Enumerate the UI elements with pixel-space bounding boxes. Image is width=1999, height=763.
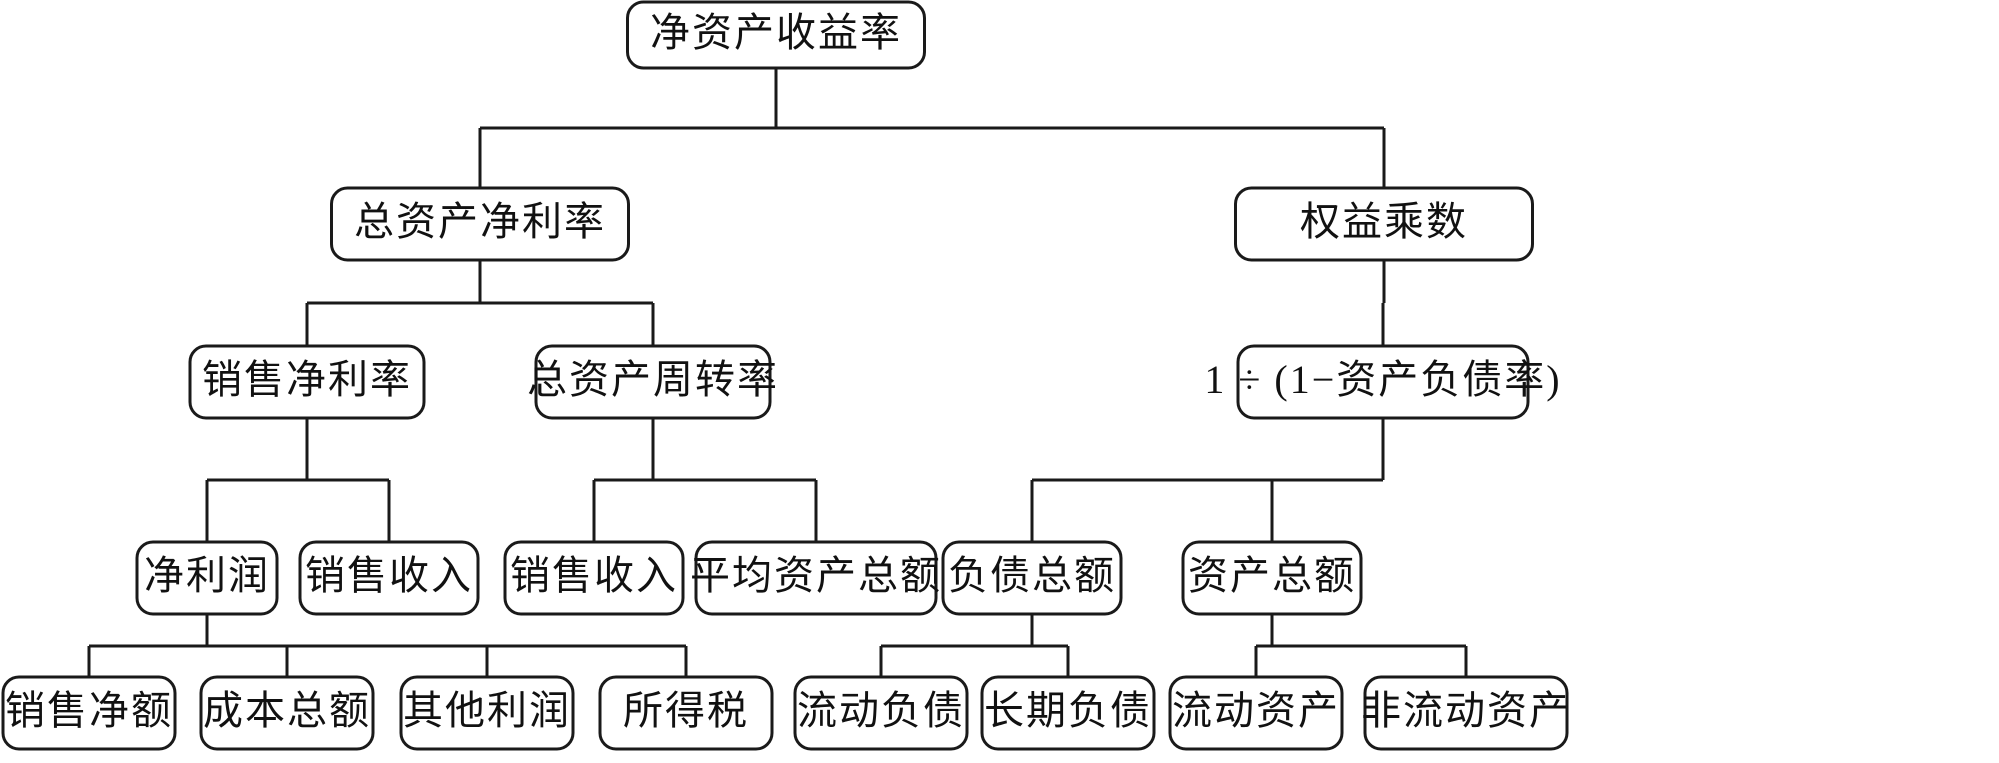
node-label-l5_f: 长期负债	[984, 688, 1152, 733]
node-root[interactable]: 净资产收益率	[626, 0, 926, 70]
node-label-l2_right: 权益乘数	[1300, 199, 1468, 244]
node-l4_a[interactable]: 净利润	[135, 540, 279, 616]
node-box-l5_d	[598, 675, 774, 751]
node-l3_a[interactable]: 销售净利率	[188, 344, 426, 420]
node-label-l4_a: 净利润	[144, 553, 270, 598]
node-box-l2_left	[330, 186, 630, 262]
node-label-l4_e: 负债总额	[948, 553, 1116, 598]
node-label-l3_a: 销售净利率	[202, 357, 412, 402]
connector-layer	[87, 68, 1468, 677]
node-l5_c[interactable]: 其他利润	[399, 675, 575, 751]
node-box-l4_a	[135, 540, 279, 616]
node-l5_f[interactable]: 长期负债	[980, 675, 1156, 751]
node-box-l5_c	[399, 675, 575, 751]
node-label-l4_d: 平均资产总额	[690, 553, 942, 598]
node-box-l5_b	[199, 675, 375, 751]
node-box-l2_right	[1234, 186, 1534, 262]
node-l5_e[interactable]: 流动负债	[793, 675, 969, 751]
node-label-l2_left: 总资产净利率	[354, 199, 606, 244]
node-l5_d[interactable]: 所得税	[598, 675, 774, 751]
node-label-l5_d: 所得税	[623, 688, 749, 733]
node-l4_e[interactable]: 负债总额	[941, 540, 1123, 616]
node-box-l5_g	[1168, 675, 1344, 751]
node-box-l4_d	[694, 540, 938, 616]
node-l4_b[interactable]: 销售收入	[298, 540, 480, 616]
node-box-l3_a	[188, 344, 426, 420]
node-label-l5_b: 成本总额	[203, 688, 371, 733]
node-l2_right[interactable]: 权益乘数	[1234, 186, 1534, 262]
node-box-l5_e	[793, 675, 969, 751]
node-label-root: 净资产收益率	[650, 10, 902, 55]
node-box-l3_c	[1236, 344, 1530, 420]
node-box-l5_f	[980, 675, 1156, 751]
node-label-l3_b: 总资产周转率	[527, 357, 779, 402]
node-box-l5_a	[1, 675, 177, 751]
node-label-l5_h: 非流动资产	[1361, 688, 1571, 733]
node-l3_c[interactable]: 1 ÷ (1−资产负债率)	[1204, 344, 1561, 420]
node-l4_d[interactable]: 平均资产总额	[690, 540, 942, 616]
node-l5_b[interactable]: 成本总额	[199, 675, 375, 751]
node-label-l5_e: 流动负债	[797, 688, 965, 733]
node-box-l4_f	[1181, 540, 1363, 616]
node-box-l4_b	[298, 540, 480, 616]
node-box-l5_h	[1363, 675, 1569, 751]
node-box-l3_b	[534, 344, 772, 420]
node-label-l3_c: 1 ÷ (1−资产负债率)	[1204, 357, 1561, 402]
node-l3_b[interactable]: 总资产周转率	[527, 344, 779, 420]
node-label-l5_c: 其他利润	[403, 688, 571, 733]
node-l5_a[interactable]: 销售净额	[1, 675, 177, 751]
node-l5_g[interactable]: 流动资产	[1168, 675, 1344, 751]
node-l5_h[interactable]: 非流动资产	[1361, 675, 1571, 751]
node-label-l4_c: 销售收入	[510, 553, 678, 598]
node-label-l5_a: 销售净额	[5, 688, 173, 733]
node-label-l5_g: 流动资产	[1172, 688, 1340, 733]
node-l2_left[interactable]: 总资产净利率	[330, 186, 630, 262]
node-box-l4_e	[941, 540, 1123, 616]
node-box-root	[626, 0, 926, 70]
node-label-l4_f: 资产总额	[1188, 553, 1356, 598]
node-l4_c[interactable]: 销售收入	[503, 540, 685, 616]
node-label-l4_b: 销售收入	[305, 553, 473, 598]
node-l4_f[interactable]: 资产总额	[1181, 540, 1363, 616]
node-box-l4_c	[503, 540, 685, 616]
